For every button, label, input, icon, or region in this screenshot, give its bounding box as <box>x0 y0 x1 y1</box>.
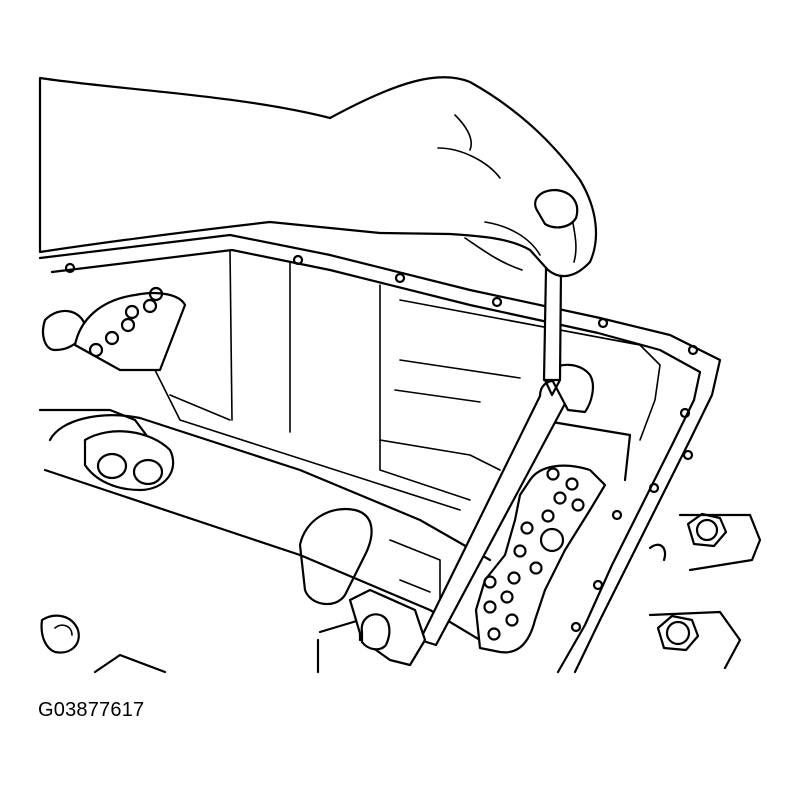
retaining-rod-icon <box>348 363 594 667</box>
figure-code: G03877617 <box>38 699 145 721</box>
bolt-icon <box>648 512 762 670</box>
hand-icon <box>38 76 598 278</box>
valve-body-icon <box>73 286 607 654</box>
